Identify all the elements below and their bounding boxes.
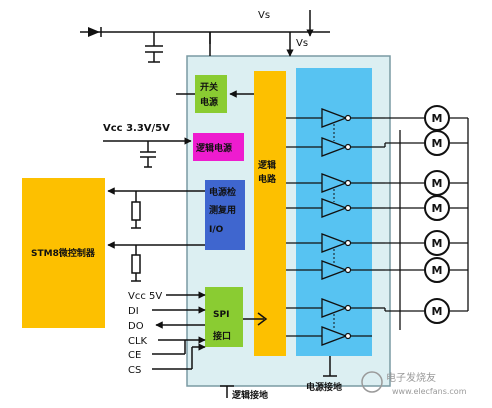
- driver-buffer: [321, 326, 348, 346]
- motor-label: M: [432, 305, 443, 318]
- motor: M: [372, 195, 468, 221]
- switch-power-block: [195, 75, 227, 113]
- logic-circuit-label-2: 电路: [258, 173, 277, 185]
- motor-symbol: [424, 230, 450, 256]
- motor-label: M: [432, 237, 443, 250]
- power-detect-label-2: 测复用: [209, 204, 236, 216]
- switch-power-label-1: 开关: [200, 81, 218, 93]
- motor-symbol: [424, 257, 450, 283]
- motor: M: [372, 170, 468, 196]
- motor-label: M: [432, 112, 443, 125]
- driver-pair: [286, 298, 372, 346]
- vcc-wiring: [103, 137, 192, 168]
- logic-ground-label: 逻辑接地: [231, 389, 268, 401]
- driver-pair: [286, 108, 372, 157]
- spi-interface-block: [205, 287, 243, 347]
- watermark: 电子发烧友 www.elecfans.com: [361, 371, 467, 396]
- power-detect-label-1: 电源检: [209, 186, 236, 198]
- motor-label: M: [432, 264, 443, 277]
- spi-pin-clk: CLK: [128, 336, 148, 347]
- watermark-title: 电子发烧友: [386, 371, 436, 384]
- motor: M: [372, 130, 468, 156]
- driver-buffer: [321, 260, 348, 280]
- power-detect-label-3: I/O: [209, 225, 224, 235]
- vcc-input-label: Vcc 3.3V/5V: [103, 123, 170, 134]
- spi-to-logic-arrow: [243, 312, 268, 326]
- motor-symbol: [424, 298, 450, 324]
- driver-buffer: [321, 233, 348, 253]
- mcu-io-wiring: [107, 187, 205, 282]
- logic-power-block: [193, 133, 244, 161]
- driver-buffer: [321, 298, 348, 318]
- power-ground-label: 电源接地: [306, 381, 342, 393]
- power-ground-pin: [323, 356, 337, 377]
- spi-pin-do: DO: [128, 321, 144, 332]
- logic-circuit-block: [254, 71, 286, 356]
- watermark-url: www.elecfans.com: [392, 387, 467, 396]
- spi-pin-vcc5v: Vcc 5V: [128, 291, 162, 302]
- vs-right-label: Vs: [296, 38, 308, 49]
- logic-circuit-label-1: 逻辑: [257, 159, 276, 171]
- motor-label: M: [432, 177, 443, 190]
- spi-pin-di: DI: [128, 306, 139, 317]
- spi-pin-ce: CE: [128, 350, 141, 361]
- mcu-label: STM8微控制器: [31, 247, 96, 259]
- driver-buffer: [321, 108, 348, 128]
- spi-pin-labels: Vcc 5V DI DO CLK CE CS: [128, 291, 162, 376]
- motor-symbol: [424, 195, 450, 221]
- spi-label-1: SPI: [213, 310, 229, 320]
- driver-buffer: [321, 137, 348, 157]
- input-diode: [88, 27, 102, 37]
- spi-label-2: 接口: [213, 330, 231, 342]
- motor: M: [372, 230, 468, 256]
- top-supply-wiring: [80, 10, 330, 63]
- power-detect-io-block: [205, 180, 245, 250]
- motor: M: [372, 257, 468, 283]
- spi-pin-cs: CS: [128, 365, 141, 376]
- motor: M: [372, 298, 468, 324]
- motor-label: M: [432, 137, 443, 150]
- stm8-mcu-block: [22, 178, 105, 328]
- motor-symbol: [424, 130, 450, 156]
- driver-pair: [286, 233, 372, 280]
- switch-power-label-2: 电源: [200, 96, 218, 108]
- driver-pair: [286, 173, 372, 218]
- logic-ground-pin: [220, 385, 234, 398]
- spi-pin-wiring: [152, 291, 206, 370]
- vs-top-label: Vs: [258, 10, 270, 21]
- motor-label: M: [432, 202, 443, 215]
- driver-buffer: [321, 198, 348, 218]
- driver-buffers: [286, 108, 372, 346]
- logic-power-label: 逻辑电源: [195, 142, 232, 154]
- driver-buffer: [321, 173, 348, 193]
